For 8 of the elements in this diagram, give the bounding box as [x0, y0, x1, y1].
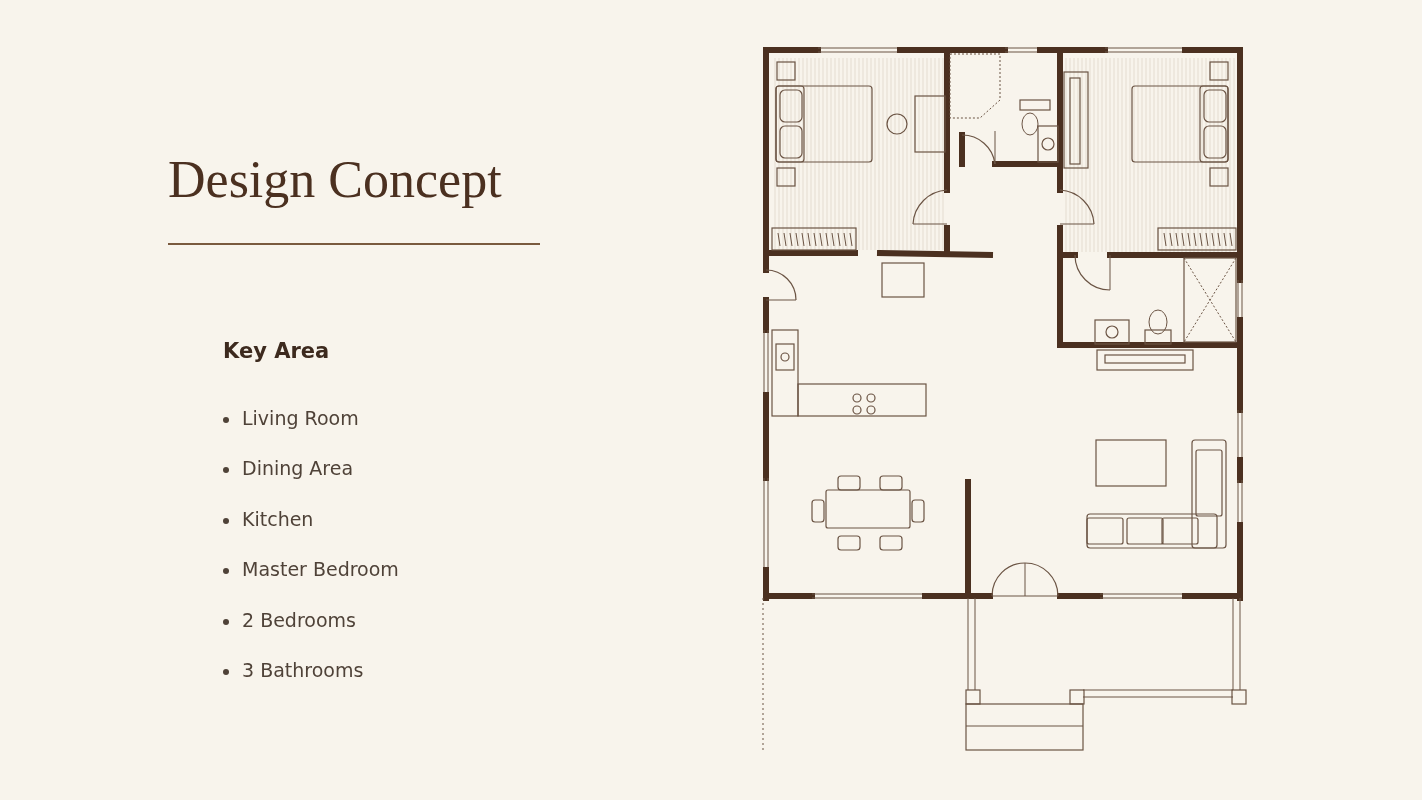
bullet-item: Master Bedroom [242, 558, 399, 581]
bullet-item: Kitchen [242, 507, 314, 530]
section-heading: Key Area [223, 339, 330, 363]
bullet-item: Dining Area [242, 457, 354, 480]
bullet-item: Living Room [242, 407, 359, 429]
bullet-item: 2 Bedrooms [242, 608, 356, 631]
bullet-item: 3 Bathrooms [242, 659, 364, 681]
title: Design Concept [168, 150, 502, 209]
